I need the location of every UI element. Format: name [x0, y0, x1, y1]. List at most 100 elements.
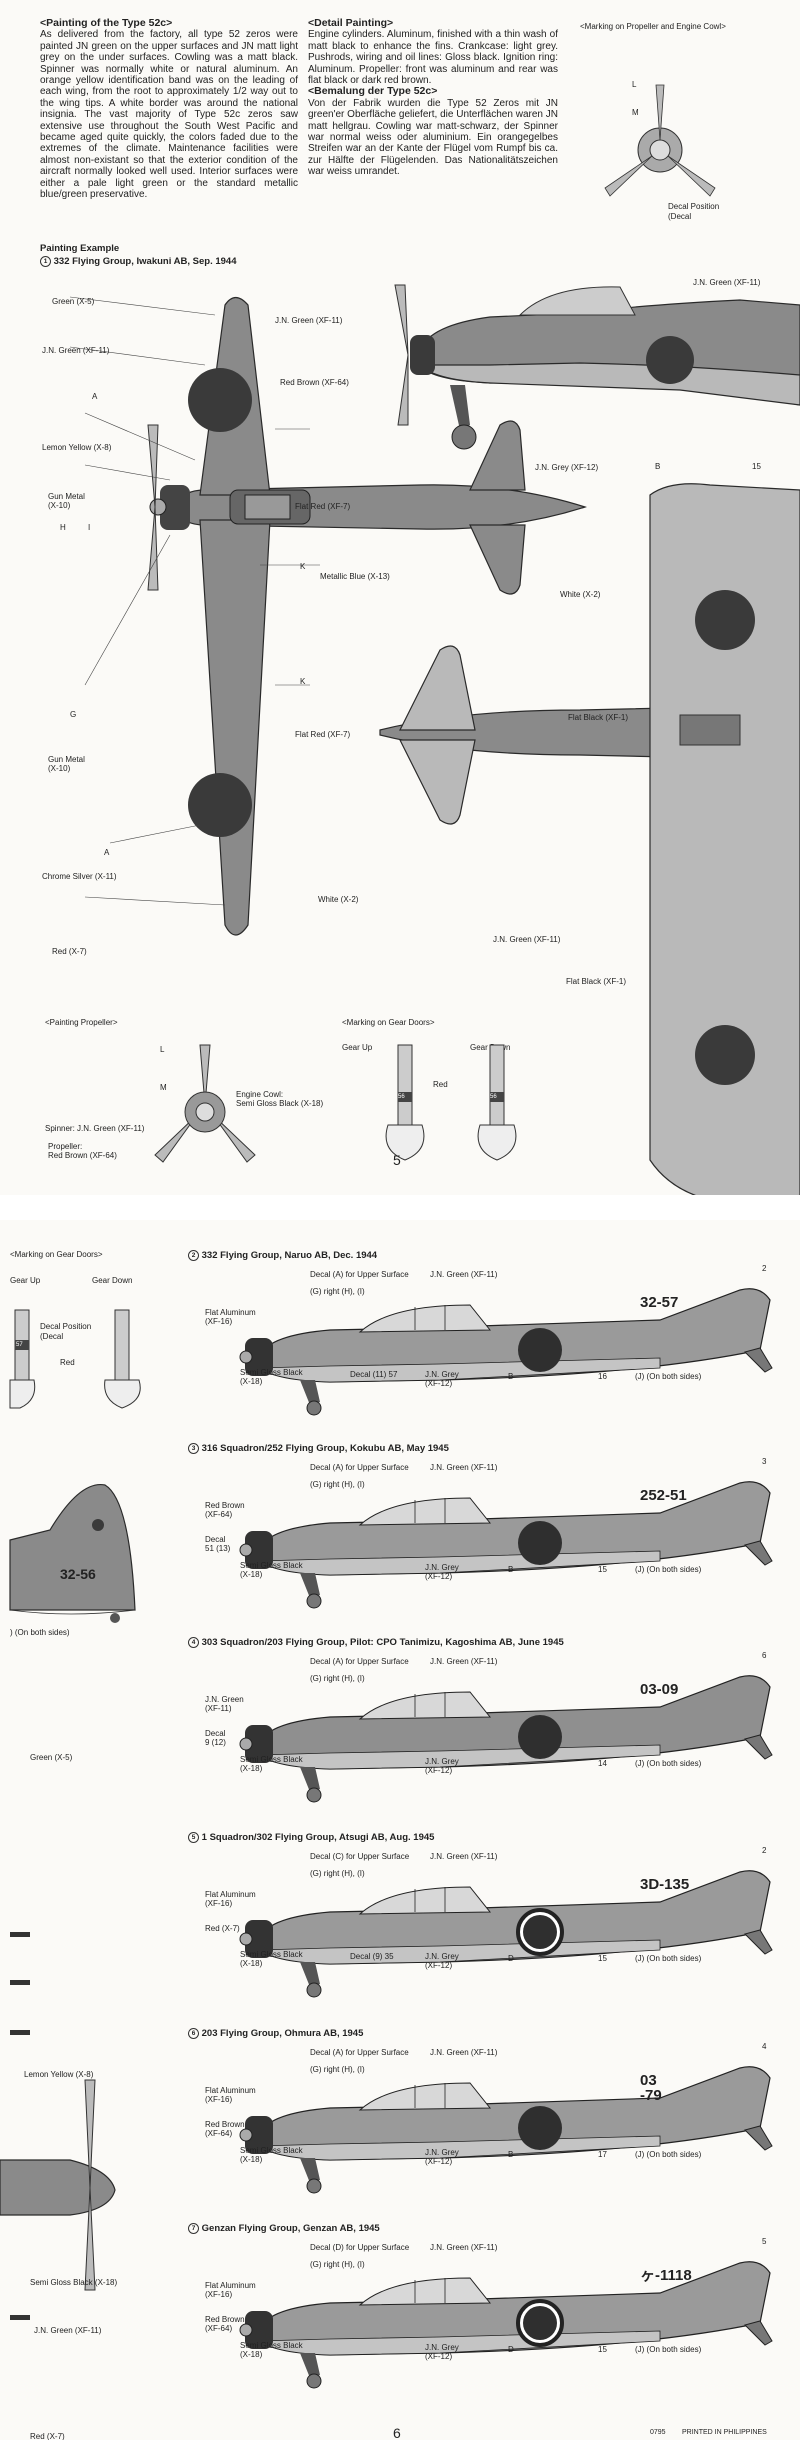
example-number: 3 [188, 1443, 199, 1454]
tail-code: 3D-135 [640, 1876, 690, 1893]
decal-upper-label: Decal (A) for Upper Surface [310, 1270, 409, 1279]
marking-gear-doors-heading: <Marking on Gear Doors> [342, 1018, 435, 1027]
label-spinner: Spinner: J.N. Green (XF-11) [45, 1124, 145, 1133]
callout-letter: D [508, 2345, 514, 2354]
aircraft-part [245, 1338, 273, 1376]
aircraft-part-circle [239, 1737, 253, 1751]
p6-both-sides-left: ) (On both sides) [10, 1628, 70, 1637]
aircraft-part [245, 1920, 273, 1958]
example-title-text: 203 Flying Group, Ohmura AB, 1945 [201, 2028, 364, 2040]
example-title: 5 1 Squadron/302 Flying Group, Atsugi AB… [188, 1832, 434, 1843]
callout-m-top: M [632, 108, 639, 117]
aircraft-part [245, 1725, 273, 1763]
bemalung-heading: <Bemalung der Type 52c> [308, 85, 438, 98]
callout-letter: B [508, 1372, 514, 1381]
example-number: 2 [188, 1250, 199, 1261]
aircraft-part-circle [239, 2128, 253, 2142]
aircraft-part [300, 1767, 320, 1792]
aircraft-part [358, 1304, 492, 1333]
label-jn-green-top: J.N. Green (XF-11) [693, 278, 761, 287]
p6-decal-position-sub: (Decal [40, 1332, 64, 1341]
example-title: 6 203 Flying Group, Ohmura AB, 1945 [188, 2028, 363, 2039]
example-title: 2 332 Flying Group, Naruo AB, Dec. 1944 [188, 1250, 377, 1261]
jn-grey-label: J.N. Grey (XF-12) [425, 2148, 459, 2166]
callout-i: I [88, 523, 91, 532]
aircraft-part-circle [523, 2306, 557, 2340]
p6-left-jn-green: J.N. Green (XF-11) [34, 2326, 102, 2335]
decal-upper-label: Decal (A) for Upper Surface [310, 2048, 409, 2057]
aircraft-part [300, 1962, 320, 1987]
on-both-sides-label: (J) (On both sides) [635, 1954, 702, 1963]
aircraft-part-circle [306, 1400, 322, 1416]
label-chrome-silver: Chrome Silver (X-11) [42, 872, 117, 881]
left-color-label-1: Flat Aluminum (XF-16) [205, 1890, 256, 1908]
callout-a-1: A [92, 392, 98, 401]
aircraft-part [358, 2082, 492, 2111]
semi-gloss-label: Semi Gloss Black (X-18) [240, 1368, 303, 1386]
bemalung-text: Von der Fabrik wurden die Type 52 Zeros … [308, 97, 558, 178]
decal-position-label: Decal Position [668, 202, 720, 211]
label-white-1: White (X-2) [560, 590, 601, 599]
decal-upper-label: Decal (D) for Upper Surface [310, 2243, 410, 2252]
label-jn-grey: J.N. Grey (XF-12) [535, 463, 599, 472]
tail-code: 252-51 [640, 1487, 687, 1504]
on-both-sides-label: (J) (On both sides) [635, 1372, 702, 1381]
semi-gloss-label: Semi Gloss Black (X-18) [240, 1950, 303, 1968]
page-6: <Marking on Gear Doors> Gear Up Gear Dow… [0, 1220, 800, 2440]
jn-grey-label: J.N. Grey (XF-12) [425, 1563, 459, 1581]
left-color-label-1: Flat Aluminum (XF-16) [205, 2281, 256, 2299]
label-red-x7: Red (X-7) [52, 947, 87, 956]
page-gap [0, 1195, 800, 1220]
example-number: 4 [188, 1637, 199, 1648]
semi-gloss-label: Semi Gloss Black (X-18) [240, 2341, 303, 2359]
aircraft-part [744, 1540, 773, 1566]
semi-gloss-label: Semi Gloss Black (X-18) [240, 1561, 303, 1579]
callout-g: G [70, 710, 77, 719]
example-side-view-aircraft [239, 1870, 773, 1998]
p6-gear-doors-drawing [9, 1309, 141, 1409]
label-flat-red-1: Flat Red (XF-7) [295, 502, 351, 511]
painting-propeller-drawing [154, 1044, 256, 1163]
page-number-6: 6 [393, 2425, 401, 2440]
example-title-text: 332 Flying Group, Naruo AB, Dec. 1944 [201, 1250, 378, 1262]
left-color-label-1: Red Brown (XF-64) [205, 1501, 245, 1519]
on-both-sides-label: (J) (On both sides) [635, 2345, 702, 2354]
aircraft-part-circle [239, 1543, 253, 1557]
left-color-label-1: J.N. Green (XF-11) [205, 1695, 244, 1713]
jn-grey-label: J.N. Grey (XF-12) [425, 1952, 459, 1970]
aircraft-part-circle [239, 1932, 253, 1946]
gh-callout-label: (G) right (H), (I) [310, 2260, 365, 2269]
aircraft-part-circle [518, 1328, 562, 1372]
p6-left-lemon: Lemon Yellow (X-8) [24, 2070, 94, 2079]
example-title-text: 303 Squadron/203 Flying Group, Pilot: CP… [201, 1637, 564, 1649]
jn-green-label: J.N. Green (XF-11) [430, 1852, 498, 1861]
label-flat-black-2: Flat Black (XF-1) [566, 977, 627, 986]
detail-text: Engine cylinders. Aluminum, finished wit… [308, 29, 558, 87]
aircraft-part-circle [306, 1787, 322, 1803]
jn-grey-label: J.N. Grey (XF-12) [425, 2343, 459, 2361]
callout-letter: B [508, 2150, 514, 2159]
detail-heading: <Detail Painting> [308, 17, 394, 29]
example-number: 6 [188, 2028, 199, 2039]
jn-green-label: J.N. Green (XF-11) [430, 1463, 498, 1472]
on-both-sides-label: (J) (On both sides) [635, 1565, 702, 1574]
page-5: <Painting of the Type 52c> As delivered … [0, 0, 800, 1196]
marking-prop-cowl-heading: <Marking on Propeller and Engine Cowl> [580, 22, 726, 31]
example-number: 7 [188, 2223, 199, 2234]
example-number: 5 [188, 1832, 199, 1843]
decal-position-sub: (Decal [668, 212, 692, 221]
gear-up-label: Gear Up [342, 1043, 373, 1052]
label-lemon-yellow: Lemon Yellow (X-8) [42, 443, 112, 452]
label-flat-black-1: Flat Black (XF-1) [568, 713, 629, 722]
callout-number: 15 [598, 1954, 607, 1963]
label-jn-green-left: J.N. Green (XF-11) [42, 346, 110, 355]
aircraft-part [300, 1380, 320, 1405]
callout-k-1: K [300, 562, 306, 571]
callout-b: B [655, 462, 661, 471]
callout-m-prop: M [160, 1083, 167, 1092]
detail-text-block: <Detail Painting> Engine cylinders. Alum… [308, 17, 558, 178]
aircraft-part-circle [306, 1982, 322, 1998]
p6-tail-code-left: 32-56 [60, 1566, 96, 1582]
callout-letter: B [508, 1565, 514, 1574]
label-red-brown: Red Brown (XF-64) [280, 378, 349, 387]
